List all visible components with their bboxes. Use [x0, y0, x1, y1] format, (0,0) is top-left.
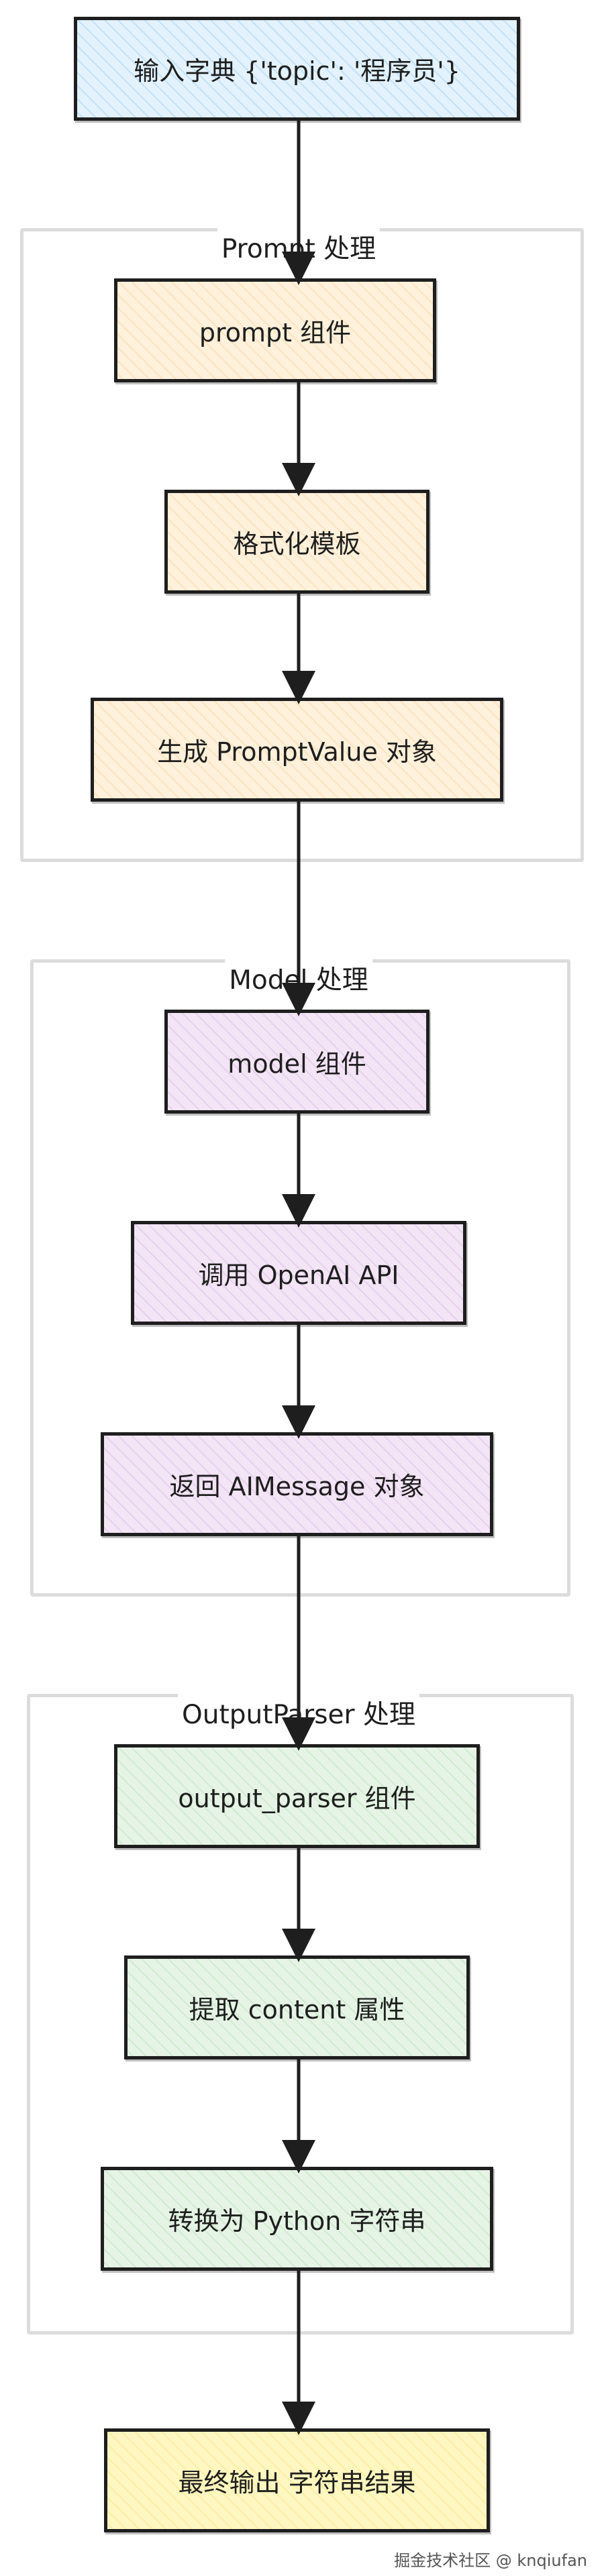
node-prompt-component-label: prompt 组件 [199, 318, 352, 347]
input-dict-node: 输入字典 {'topic': '程序员'} [74, 17, 520, 121]
node-output-parser-component-label: output_parser 组件 [178, 1784, 416, 1813]
final-output-node: 最终输出 字符串结果 [104, 2428, 490, 2532]
node-extract-content-label: 提取 content 属性 [189, 1995, 405, 2025]
group-outputparser-title: OutputParser 处理 [178, 1694, 419, 1731]
node-prompt-component: prompt 组件 [114, 278, 436, 382]
node-format-template: 格式化模板 [164, 490, 430, 594]
node-extract-content: 提取 content 属性 [124, 1955, 470, 2059]
node-call-openai-label: 调用 OpenAI API [198, 1260, 399, 1290]
node-convert-python-string: 转换为 Python 字符串 [101, 2167, 493, 2271]
node-generate-promptvalue: 生成 PromptValue 对象 [91, 698, 503, 802]
node-return-aimessage: 返回 AIMessage 对象 [101, 1432, 493, 1536]
node-format-template-label: 格式化模板 [233, 529, 361, 559]
node-call-openai: 调用 OpenAI API [131, 1221, 466, 1325]
node-return-aimessage-label: 返回 AIMessage 对象 [169, 1472, 425, 1501]
node-generate-promptvalue-label: 生成 PromptValue 对象 [157, 737, 437, 767]
watermark: 掘金技术社区 @ knqiufan [394, 2551, 587, 2570]
input-dict-label: 输入字典 {'topic': '程序员'} [134, 56, 460, 86]
node-output-parser-component: output_parser 组件 [114, 1744, 480, 1848]
group-model-title: Model 处理 [225, 959, 372, 997]
group-prompt-title: Prompt 处理 [217, 228, 381, 266]
node-model-component-label: model 组件 [228, 1049, 366, 1079]
node-convert-python-string-label: 转换为 Python 字符串 [168, 2206, 426, 2236]
node-model-component: model 组件 [164, 1010, 430, 1114]
final-output-label: 最终输出 字符串结果 [178, 2468, 416, 2498]
